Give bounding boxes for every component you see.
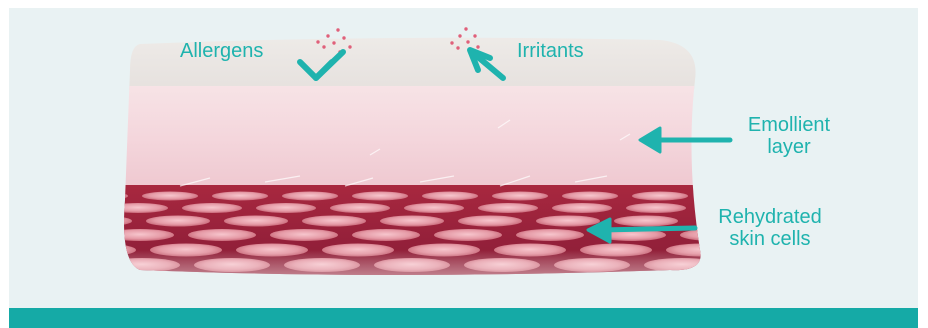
skin-cell [302,216,366,227]
skin-cell [552,203,612,213]
skin-cell [422,192,478,201]
skin-cell [492,192,548,201]
skin-cell [632,192,688,201]
skin-cell [108,203,168,213]
rehydrated-skin-cells-label: Rehydrated skin cells [700,206,840,250]
skin-cell [282,192,338,201]
skin-cell [478,203,538,213]
skin-cell [352,192,408,201]
rehydrated-label-line1: Rehydrated [700,206,840,228]
skin-cell [106,229,174,241]
skin-cell [224,216,288,227]
skin-cell [142,192,198,201]
skin-cell [434,229,502,241]
rehydrated-label-line2: skin cells [700,228,840,250]
skin-cell [212,192,268,201]
skin-cell [72,192,128,201]
emollient-label-line2: layer [733,136,845,158]
skin-cell [64,244,136,257]
skin-cell [270,229,338,241]
skin-cell [352,229,420,241]
skin-cell [330,203,390,213]
lower-edge-fade [110,250,710,280]
skin-cell [614,216,678,227]
skin-cell [380,216,444,227]
skin-cell [458,216,522,227]
skin-cell [516,229,584,241]
skin-cell [256,203,316,213]
skin-cell [404,203,464,213]
skin-cell [536,216,600,227]
skin-cell [188,229,256,241]
allergens-label: Allergens [180,40,263,62]
emollient-layer-label: Emollient layer [733,114,845,158]
irritants-label: Irritants [517,40,584,62]
skin-cell [626,203,686,213]
skin-cell [68,216,132,227]
skin-cell [562,192,618,201]
skin-cell [182,203,242,213]
emollient-label-line1: Emollient [733,114,845,136]
skin-block [64,30,748,280]
skin-cell [146,216,210,227]
emollient-layer [110,86,710,192]
